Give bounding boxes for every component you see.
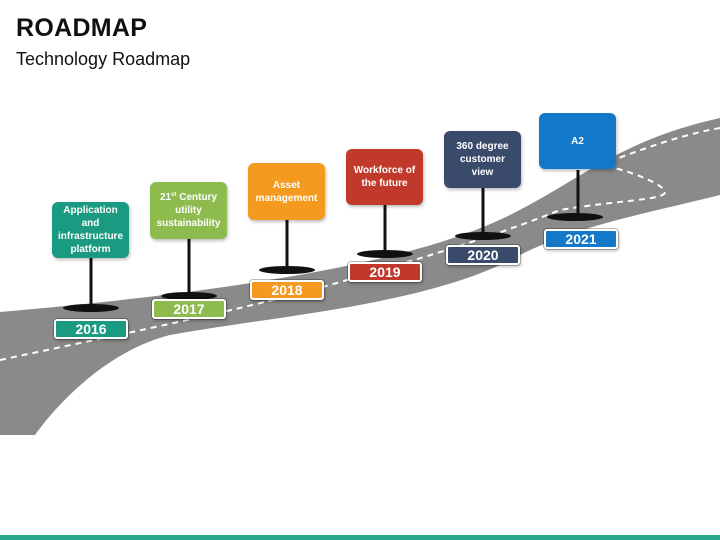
sign-line: Workforce of bbox=[353, 165, 416, 176]
milestone-sign-2018: Asset management bbox=[248, 163, 325, 220]
post-shadows bbox=[63, 213, 603, 312]
year-label-2018: 2018 bbox=[250, 280, 324, 300]
sign-line: customer bbox=[459, 154, 505, 165]
sign-line: Asset bbox=[272, 179, 301, 191]
sign-line: 21st Century bbox=[159, 192, 218, 203]
sign-line: utility bbox=[175, 205, 202, 216]
sign-line: view bbox=[471, 167, 494, 178]
footer-accent-bar bbox=[0, 535, 720, 540]
milestone-sign-2019: Workforce of the future bbox=[346, 149, 423, 205]
milestone-sign-2020: 360 degree customer view bbox=[444, 131, 521, 188]
sign-line: 360 degree bbox=[456, 141, 509, 152]
sign-line: management bbox=[255, 192, 318, 204]
page-subtitle: Technology Roadmap bbox=[16, 49, 191, 69]
sign-line: sustainability bbox=[156, 218, 221, 229]
year-label-2016: 2016 bbox=[54, 319, 128, 339]
year-label-2017: 2017 bbox=[152, 299, 226, 319]
sign-posts bbox=[89, 170, 580, 306]
sign-line: the future bbox=[361, 178, 408, 189]
sign-line: infrastructure bbox=[57, 231, 123, 242]
page-title: ROADMAP bbox=[16, 14, 148, 42]
year-label-2020: 2020 bbox=[446, 245, 520, 265]
milestone-sign-2021: A2 bbox=[539, 113, 616, 169]
year-label-2019: 2019 bbox=[348, 262, 422, 282]
sign-line: Application bbox=[63, 205, 118, 216]
sign-line: and bbox=[81, 218, 100, 229]
milestone-sign-2016: Application and infrastructure platform bbox=[52, 202, 129, 258]
sign-line: A2 bbox=[571, 136, 584, 147]
milestone-sign-2017: 21st Century utility sustainability bbox=[150, 182, 227, 239]
year-label-2021: 2021 bbox=[544, 229, 618, 249]
superscript-st: st bbox=[171, 192, 177, 198]
sign-line: platform bbox=[70, 244, 111, 255]
